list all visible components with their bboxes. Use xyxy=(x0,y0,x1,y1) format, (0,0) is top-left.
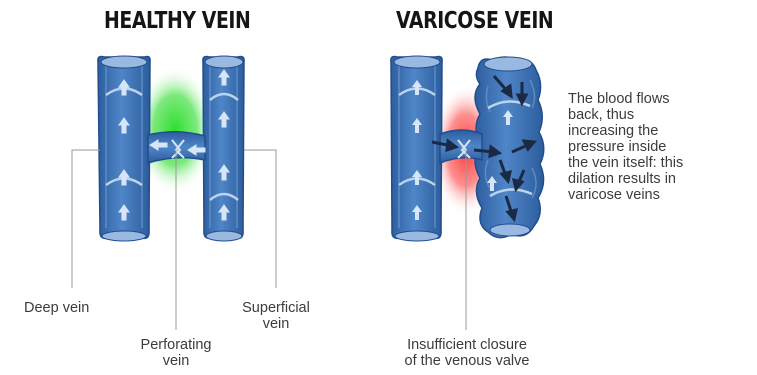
valve-label-line-2: of the venous valve xyxy=(382,353,552,369)
perforating-vein-label-line-2: vein xyxy=(126,353,226,369)
note-line: The blood flows xyxy=(568,91,683,107)
deep-vein-label: Deep vein xyxy=(24,300,89,316)
varicose-explanation-note: The blood flows back, thus increasing th… xyxy=(568,91,683,203)
valve-label-line-1: Insufficient closure xyxy=(382,337,552,353)
note-line: the vein itself: this xyxy=(568,155,683,171)
note-line: increasing the xyxy=(568,123,683,139)
note-line: pressure inside xyxy=(568,139,683,155)
superficial-vein-label: Superficial vein xyxy=(224,300,328,332)
note-line: varicose veins xyxy=(568,187,683,203)
superficial-vein-label-line-1: Superficial xyxy=(224,300,328,316)
note-line: dilation results in xyxy=(568,171,683,187)
perforating-vein-label-line-1: Perforating xyxy=(126,337,226,353)
superficial-vein-leader xyxy=(244,150,276,288)
superficial-vein-label-line-2: vein xyxy=(224,316,328,332)
perforating-vein-label: Perforating vein xyxy=(126,337,226,369)
deep-vein-leader xyxy=(72,150,100,288)
note-line: back, thus xyxy=(568,107,683,123)
valve-label: Insufficient closure of the venous valve xyxy=(382,337,552,369)
